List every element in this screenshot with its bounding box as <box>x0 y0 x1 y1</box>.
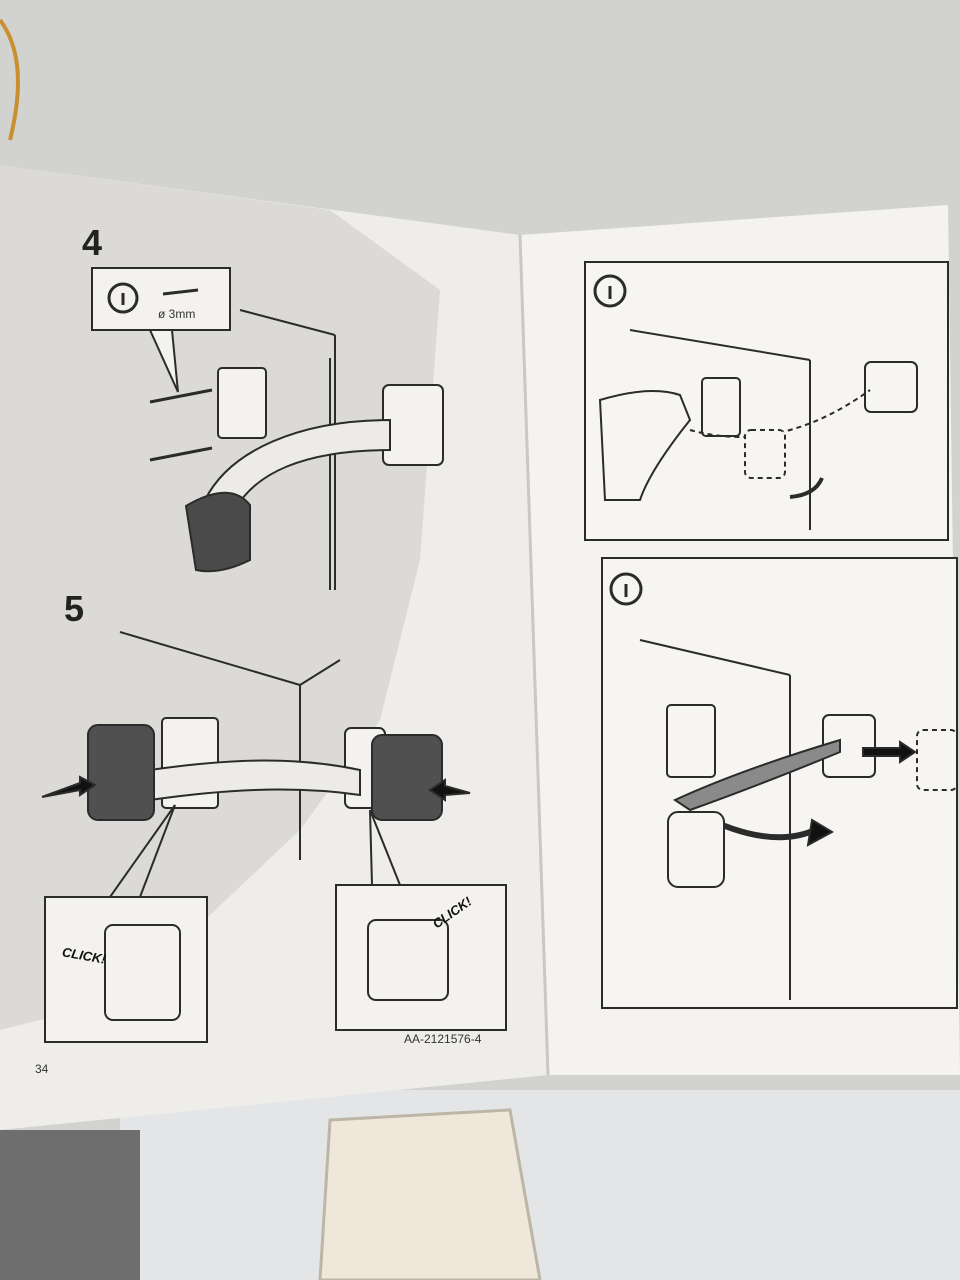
cable <box>0 18 20 141</box>
info-icon-top <box>593 274 627 308</box>
strap-end-dark <box>184 491 251 573</box>
step-5-number: 5 <box>64 588 85 629</box>
bracket-base <box>217 367 267 439</box>
lock-left-dark <box>87 724 155 821</box>
lock-right-dark <box>371 734 443 821</box>
page-fold <box>518 234 550 1076</box>
gray-lid <box>0 1130 140 1280</box>
strap-end-bottom <box>667 811 725 888</box>
step-5-illustration <box>41 631 507 1043</box>
article-code: AA-2121576-4 <box>404 1032 482 1046</box>
info-icon-bottom <box>609 572 643 606</box>
screw-size-label: ø 3mm <box>158 307 196 321</box>
arrow-right <box>428 778 471 802</box>
step-4-number: 4 <box>82 222 103 263</box>
step-4-illustration <box>91 267 444 590</box>
right-panel-top <box>584 261 949 541</box>
arrow-left <box>41 775 97 798</box>
page-number: 34 <box>35 1062 49 1076</box>
info-icon <box>107 282 139 314</box>
plastic-part <box>318 1108 542 1280</box>
packaging-bag <box>120 1090 960 1280</box>
right-panel-bottom <box>601 557 958 1009</box>
